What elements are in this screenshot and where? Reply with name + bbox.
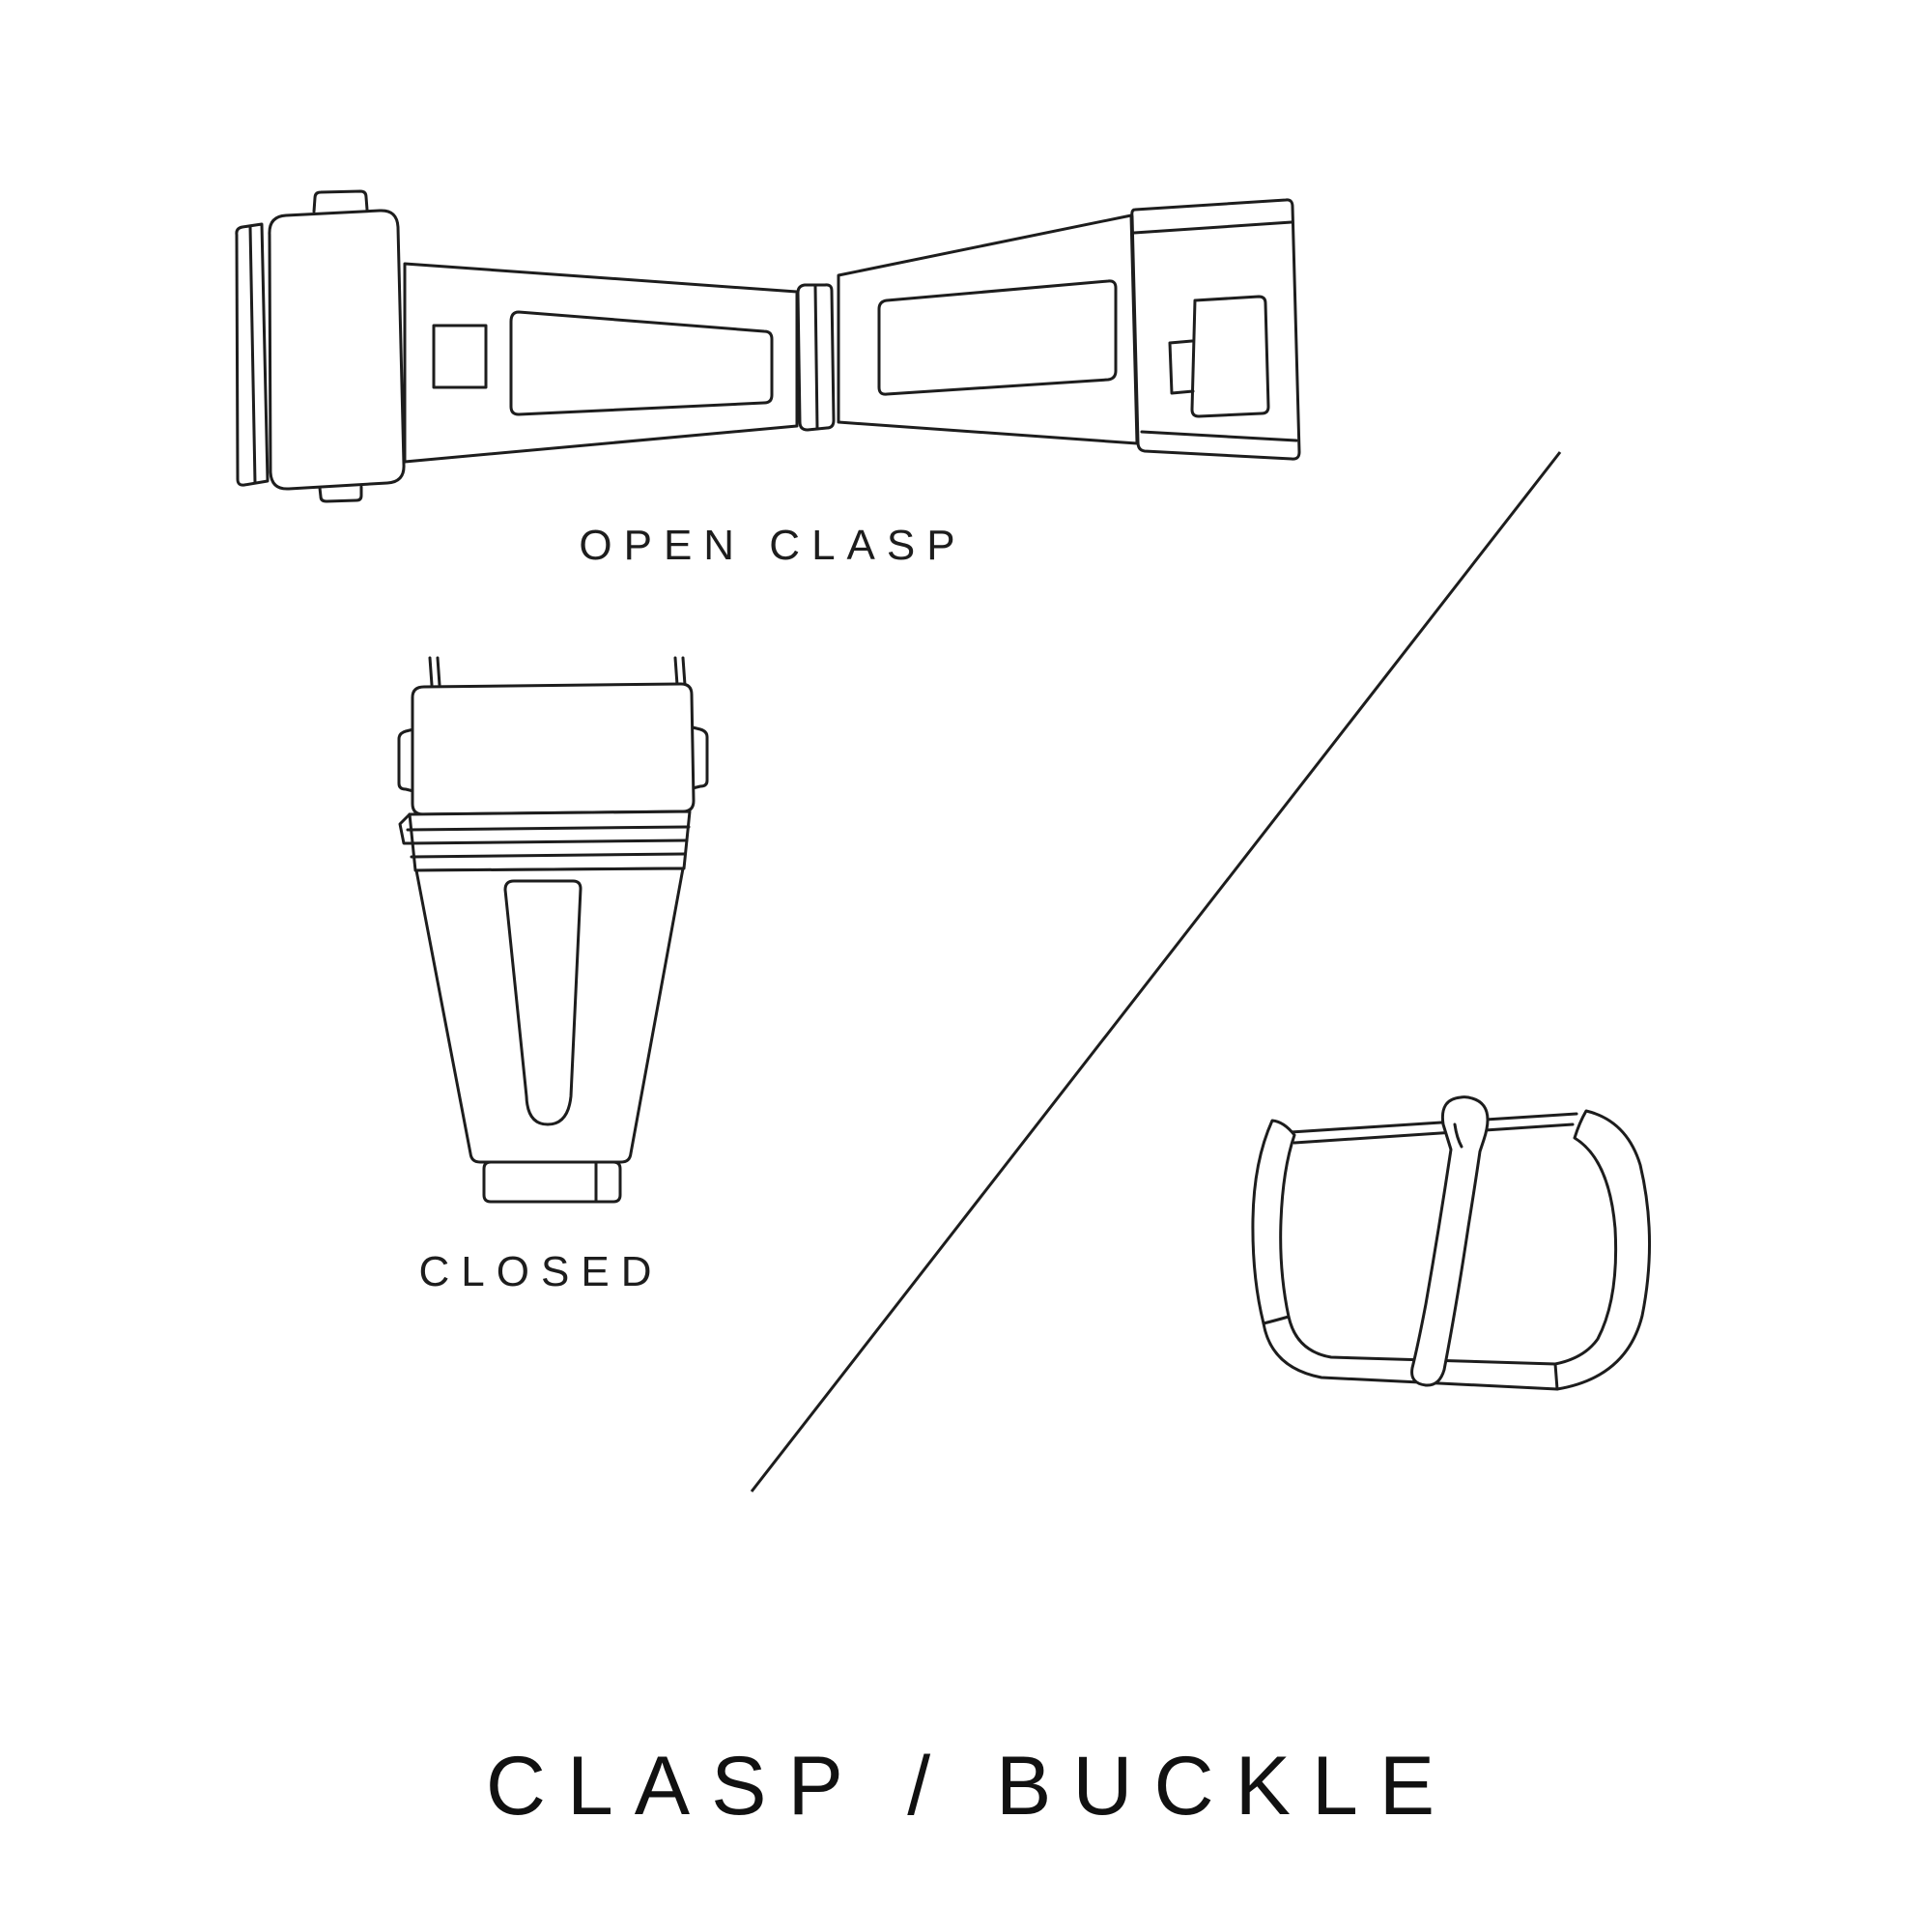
closed-clasp-illustration [397,656,709,1204]
open-clasp-figure [227,188,1319,512]
open-clasp-illustration [235,189,1301,503]
closed-clasp-label: CLOSED [418,1248,664,1295]
closed-clasp-figure [382,652,715,1222]
open-clasp-label: OPEN CLASP [579,522,967,569]
page-title: CLASP / BUCKLE [485,1740,1457,1833]
tang-buckle-illustration [1251,1095,1652,1391]
buckle-figure [1236,1082,1671,1449]
